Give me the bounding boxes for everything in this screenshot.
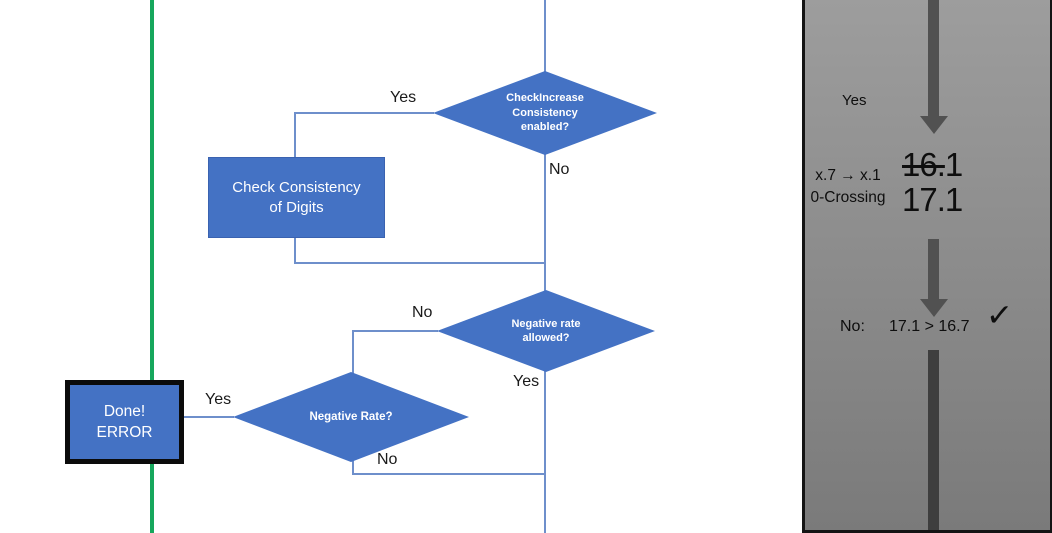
done-label-line2: ERROR bbox=[96, 424, 153, 441]
connector-into-negative-rate bbox=[352, 330, 354, 374]
panel-result-label: No: bbox=[840, 318, 865, 335]
connector-no-mid-horizontal bbox=[352, 330, 438, 332]
terminal-done-error: Done! ERROR bbox=[65, 380, 184, 464]
annotation-panel: Yes x.7 → x.1 0-Crossing 16.1 17.1 No: 1… bbox=[802, 0, 1052, 533]
checkmark-icon: ✓ bbox=[985, 296, 1014, 334]
green-vertical-line bbox=[150, 0, 154, 533]
panel-result-comparison: 17.1 > 16.7 bbox=[889, 318, 970, 335]
down-arrow-3-shaft bbox=[928, 350, 939, 530]
down-arrow-1-head bbox=[920, 116, 948, 134]
old-value-strikethrough: 16.1 bbox=[902, 146, 963, 183]
decision-negative-rate: Negative Rate? bbox=[233, 372, 469, 462]
connector-no-bottom-horizontal bbox=[352, 473, 546, 475]
connector-main-vertical bbox=[544, 0, 546, 533]
old-value-struck-part: 16. bbox=[902, 146, 946, 183]
decision-negative-allowed-label: Negative rate allowed? bbox=[511, 317, 581, 345]
panel-annotation: x.7 → x.1 0-Crossing bbox=[804, 165, 892, 209]
connector-no-bottom-vertical bbox=[352, 461, 354, 475]
panel-annotation-line2: 0-Crossing bbox=[810, 189, 886, 206]
decision-negative-rate-label: Negative Rate? bbox=[309, 410, 393, 423]
connector-yes-top-horizontal bbox=[294, 112, 434, 114]
down-arrow-1-shaft bbox=[928, 0, 939, 116]
connector-out-of-process bbox=[294, 236, 296, 264]
edge-label-yes-done: Yes bbox=[205, 391, 232, 408]
edge-label-no-mid: No bbox=[412, 304, 433, 321]
process-label-line2: of Digits bbox=[269, 198, 324, 216]
edge-label-yes-mid: Yes bbox=[513, 373, 540, 390]
edge-label-no-bottom: No bbox=[377, 451, 398, 468]
new-value: 17.1 bbox=[902, 181, 963, 218]
decision-negative-rate-allowed: Negative rate allowed? bbox=[437, 290, 655, 372]
connector-rejoin-main bbox=[294, 262, 545, 264]
edge-label-yes-top: Yes bbox=[390, 89, 417, 106]
down-arrow-2-head bbox=[920, 299, 948, 317]
process-label-line1: Check Consistency bbox=[232, 178, 361, 196]
done-label-line1: Done! bbox=[103, 403, 146, 420]
edge-label-no-top: No bbox=[549, 161, 570, 178]
panel-annotation-line1: x.7 → x.1 bbox=[815, 167, 881, 184]
old-value-rest-part: 1 bbox=[944, 146, 963, 183]
panel-yes-label: Yes bbox=[842, 92, 867, 109]
connector-into-process bbox=[294, 112, 296, 158]
decision-checkincrease-consistency: CheckIncrease Consistency enabled? bbox=[433, 71, 657, 155]
connector-yes-done bbox=[174, 416, 234, 418]
decision-checkincrease-label: CheckIncrease Consistency enabled? bbox=[506, 92, 584, 134]
down-arrow-2-shaft bbox=[928, 239, 939, 299]
process-check-consistency-of-digits: Check Consistency of Digits bbox=[208, 157, 385, 238]
